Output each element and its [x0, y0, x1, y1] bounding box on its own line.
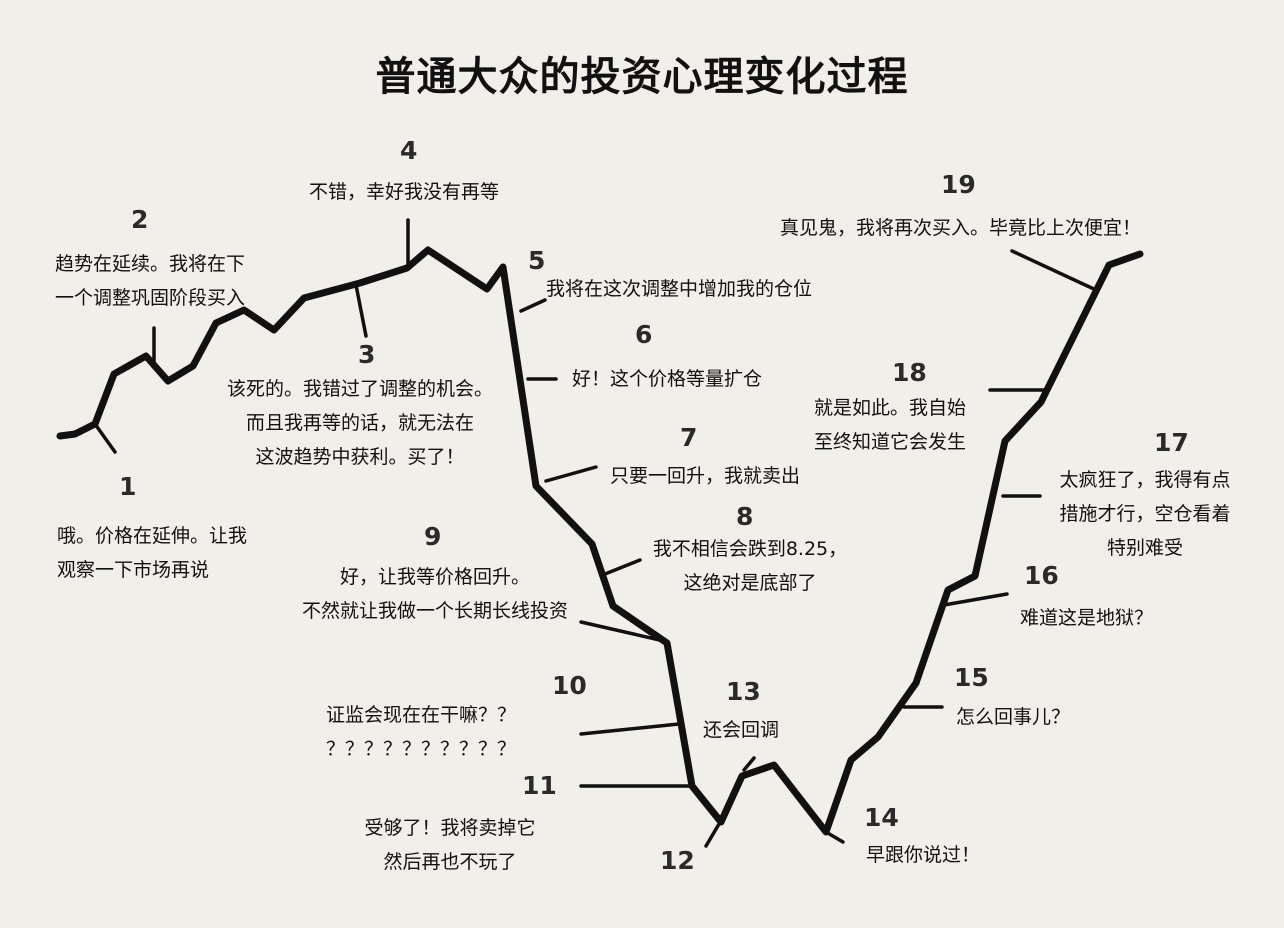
stage-17-number: 17	[1154, 428, 1189, 457]
callout-line-12	[704, 822, 721, 848]
stage-2-text: 趋势在延续。我将在下 一个调整巩固阶段买入	[55, 253, 246, 309]
stage-13-text: 还会回调	[703, 719, 780, 741]
stage-18-number: 18	[892, 358, 927, 387]
callout-line-10	[579, 722, 681, 736]
callout-line-9	[579, 620, 666, 643]
callout-line-7	[544, 465, 598, 483]
stage-10-text: 证监会现在在干嘛？？ ？？？？？？？？？？	[326, 704, 517, 760]
stage-6-number: 6	[635, 320, 653, 349]
callout-lines	[93, 218, 1098, 848]
stage-5-number: 5	[528, 246, 546, 275]
stage-19-text: 真见鬼，我将再次买入。毕竟比上次便宜！	[780, 217, 1142, 239]
stage-3-text: 该死的。我错过了调整的机会。 而且我再等的话，就无法在 这波趋势中获利。买了！	[226, 378, 493, 468]
stage-11-number: 11	[522, 771, 557, 800]
stage-11-text: 受够了！我将卖掉它 然后再也不玩了	[364, 817, 536, 873]
callout-line-16	[942, 592, 1009, 607]
stage-14-text: 早跟你说过！	[866, 844, 981, 866]
stage-17-text: 太疯狂了，我得有点 措施才行，空仓看着 特别难受	[1059, 469, 1231, 559]
callout-line-1	[93, 422, 117, 454]
stage-19-number: 19	[941, 170, 976, 199]
stage-13-number: 13	[726, 677, 761, 706]
stage-1-text: 哦。价格在延伸。让我 观察一下市场再说	[57, 525, 248, 581]
callout-line-8	[603, 558, 642, 576]
stage-1-number: 1	[119, 472, 137, 501]
stage-4-text: 不错，幸好我没有再等	[309, 181, 500, 203]
price-curve	[56, 246, 1144, 836]
stage-15-text: 怎么回事儿？	[956, 706, 1071, 728]
stage-16-text: 难道这是地狱？	[1020, 607, 1154, 629]
stage-14-number: 14	[864, 803, 899, 832]
stage-15-number: 15	[954, 663, 989, 692]
stage-2-number: 2	[131, 205, 149, 234]
stage-10-number: 10	[552, 671, 587, 700]
stage-7-number: 7	[680, 423, 698, 452]
stage-18-text: 就是如此。我自始 至终知道它会发生	[813, 397, 966, 453]
stage-9-number: 9	[424, 522, 442, 551]
callout-line-5	[519, 298, 547, 313]
stage-8-text: 我不相信会跌到8.25， 这绝对是底部了	[652, 538, 848, 594]
stage-12-number: 12	[660, 846, 695, 875]
stage-16-number: 16	[1024, 561, 1059, 590]
stage-7-text: 只要一回升，我就卖出	[610, 465, 801, 487]
stage-3-number: 3	[358, 340, 376, 369]
page-title: 普通大众的投资心理变化过程	[375, 54, 909, 100]
callout-line-19	[1010, 249, 1098, 292]
stage-5-text: 我将在这次调整中增加我的仓位	[546, 278, 813, 300]
callout-line-13	[742, 756, 756, 772]
stage-9-text: 好，让我等价格回升。 不然就让我做一个长期长线投资	[301, 566, 568, 622]
callout-line-3	[354, 283, 368, 338]
stage-6-text: 好！这个价格等量扩仓	[572, 368, 763, 390]
stage-4-number: 4	[400, 136, 418, 165]
callout-line-14	[824, 830, 845, 844]
stage-8-number: 8	[736, 502, 754, 531]
